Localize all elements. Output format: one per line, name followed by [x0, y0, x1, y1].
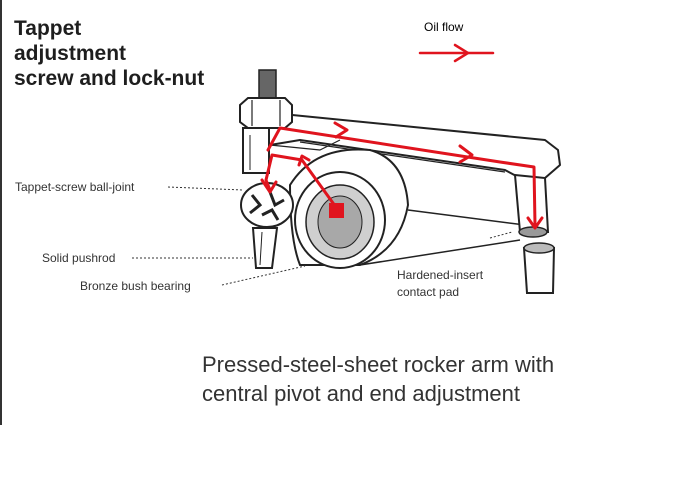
title-line-1: Tappet [14, 17, 82, 40]
caption-line-1: Pressed-steel-sheet rocker arm with [202, 352, 555, 377]
oil-flow-path [260, 121, 544, 230]
title-line-2: adjustment [14, 42, 127, 65]
leader-lines [132, 186, 513, 286]
label-bronze-bush: Bronze bush bearing [80, 279, 191, 293]
label-ball-joint: Tappet-screw ball-joint [15, 180, 135, 194]
label-pushrod: Solid pushrod [42, 251, 116, 265]
diagram-caption: Pressed-steel-sheet rocker arm with cent… [202, 350, 672, 408]
label-pad-line-1: Hardened-insert [397, 268, 484, 282]
hardened-insert-contact-pad [513, 173, 556, 294]
caption-line-2: central pivot and end adjustment [202, 381, 520, 406]
solid-pushrod [251, 227, 279, 269]
legend-label: Oil flow [424, 20, 464, 34]
left-border [0, 0, 2, 425]
label-pad-line-2: contact pad [397, 285, 460, 299]
central-pivot [288, 148, 410, 269]
oil-source-marker [329, 203, 344, 218]
rocker-base [359, 209, 526, 266]
diagram-title: Tappet adjustment screw and lock-nut [14, 16, 254, 91]
adjustment-screw-and-locknut [239, 69, 293, 174]
title-line-3: screw and lock-nut [14, 67, 205, 90]
legend-arrow [418, 43, 495, 63]
